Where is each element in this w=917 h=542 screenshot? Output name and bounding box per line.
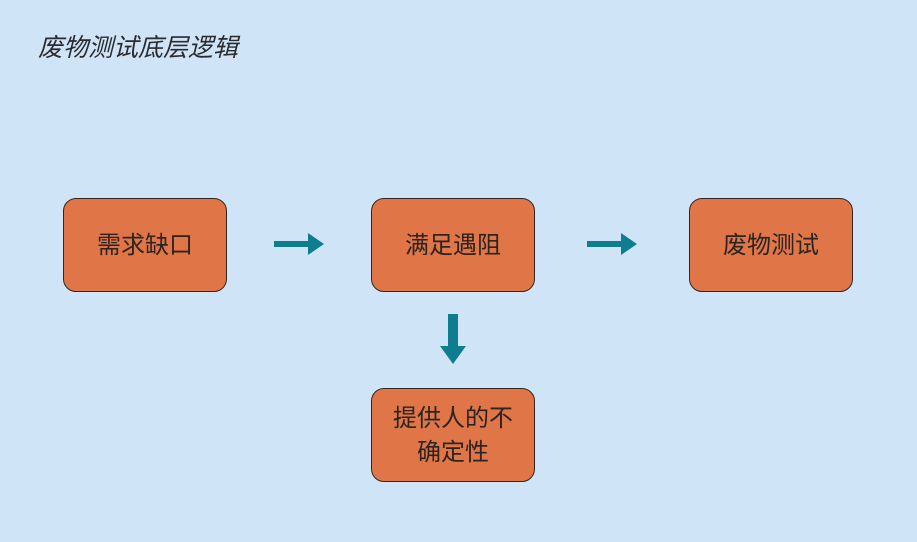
node-need-gap: 需求缺口 [63,198,227,292]
node-junk-test-label: 废物测试 [723,231,819,259]
node-satisfy-blocked-label: 满足遇阻 [405,231,501,259]
arrow-down-icon [440,314,466,366]
node-satisfy-blocked: 满足遇阻 [371,198,535,292]
node-junk-test: 废物测试 [689,198,853,292]
arrow-right-icon [587,231,639,257]
node-need-gap-label: 需求缺口 [97,231,193,259]
node-provider-uncertainty-label: 提供人的不确定性 [393,404,513,466]
node-provider-uncertainty: 提供人的不确定性 [371,388,535,482]
diagram-title: 废物测试底层逻辑 [38,33,239,62]
arrow-right-icon [274,231,326,257]
